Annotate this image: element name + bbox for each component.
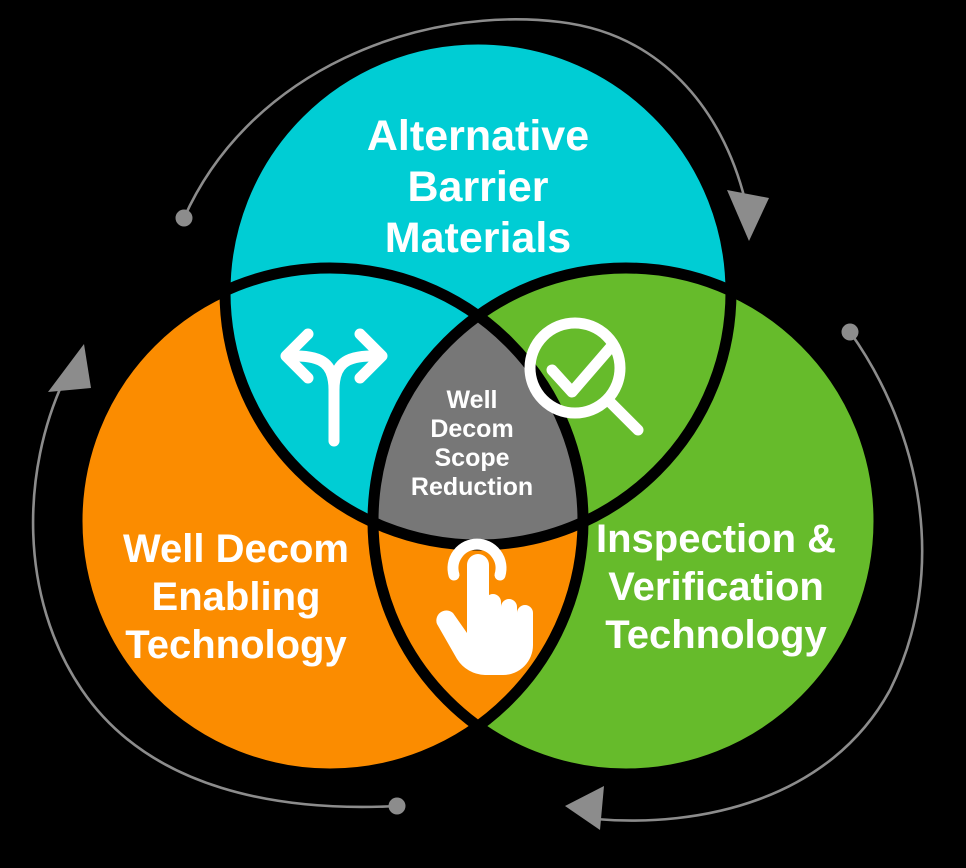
arc-right-start-dot xyxy=(841,323,859,341)
arc-top-path xyxy=(182,18,747,219)
label-alternative-barrier-materials: Alternative Barrier Materials xyxy=(367,112,589,262)
rotation-arrow-top xyxy=(175,18,769,241)
rotation-arrow-left xyxy=(31,344,406,815)
label-center-line-2: Decom xyxy=(430,415,513,443)
tap-hand-icon xyxy=(436,538,533,675)
label-left-line-2: Enabling xyxy=(152,575,321,619)
magnifier-check-icon xyxy=(524,317,644,436)
label-inspection-verification-technology: Inspection & Verification Technology xyxy=(596,517,836,657)
label-right-line-3: Technology xyxy=(605,613,827,657)
label-center-line-3: Scope xyxy=(434,444,509,472)
label-center-well-decom-scope-reduction: Well Decom Scope Reduction xyxy=(411,386,533,501)
label-right-line-1: Inspection & xyxy=(596,517,836,561)
label-top-line-1: Alternative xyxy=(367,112,589,160)
arc-right-arrowhead xyxy=(565,786,604,830)
arc-left-path xyxy=(31,379,398,809)
label-well-decom-enabling-technology: Well Decom Enabling Technology xyxy=(123,527,349,667)
arc-left-start-dot xyxy=(388,797,406,815)
arc-top-start-dot xyxy=(175,209,193,227)
label-top-line-3: Materials xyxy=(385,214,571,262)
rotation-arrow-right xyxy=(565,323,924,830)
label-left-line-1: Well Decom xyxy=(123,527,349,571)
label-left-line-3: Technology xyxy=(125,623,347,667)
fork-arrows-icon xyxy=(280,328,388,447)
label-center-line-4: Reduction xyxy=(411,473,533,501)
arc-right-path xyxy=(594,331,924,822)
arc-left-arrowhead xyxy=(48,344,91,392)
arc-top-arrowhead xyxy=(727,190,769,241)
label-center-line-1: Well xyxy=(447,386,498,414)
label-top-line-2: Barrier xyxy=(407,163,548,211)
label-right-line-2: Verification xyxy=(608,565,824,609)
rotation-arrows-group xyxy=(31,18,924,830)
